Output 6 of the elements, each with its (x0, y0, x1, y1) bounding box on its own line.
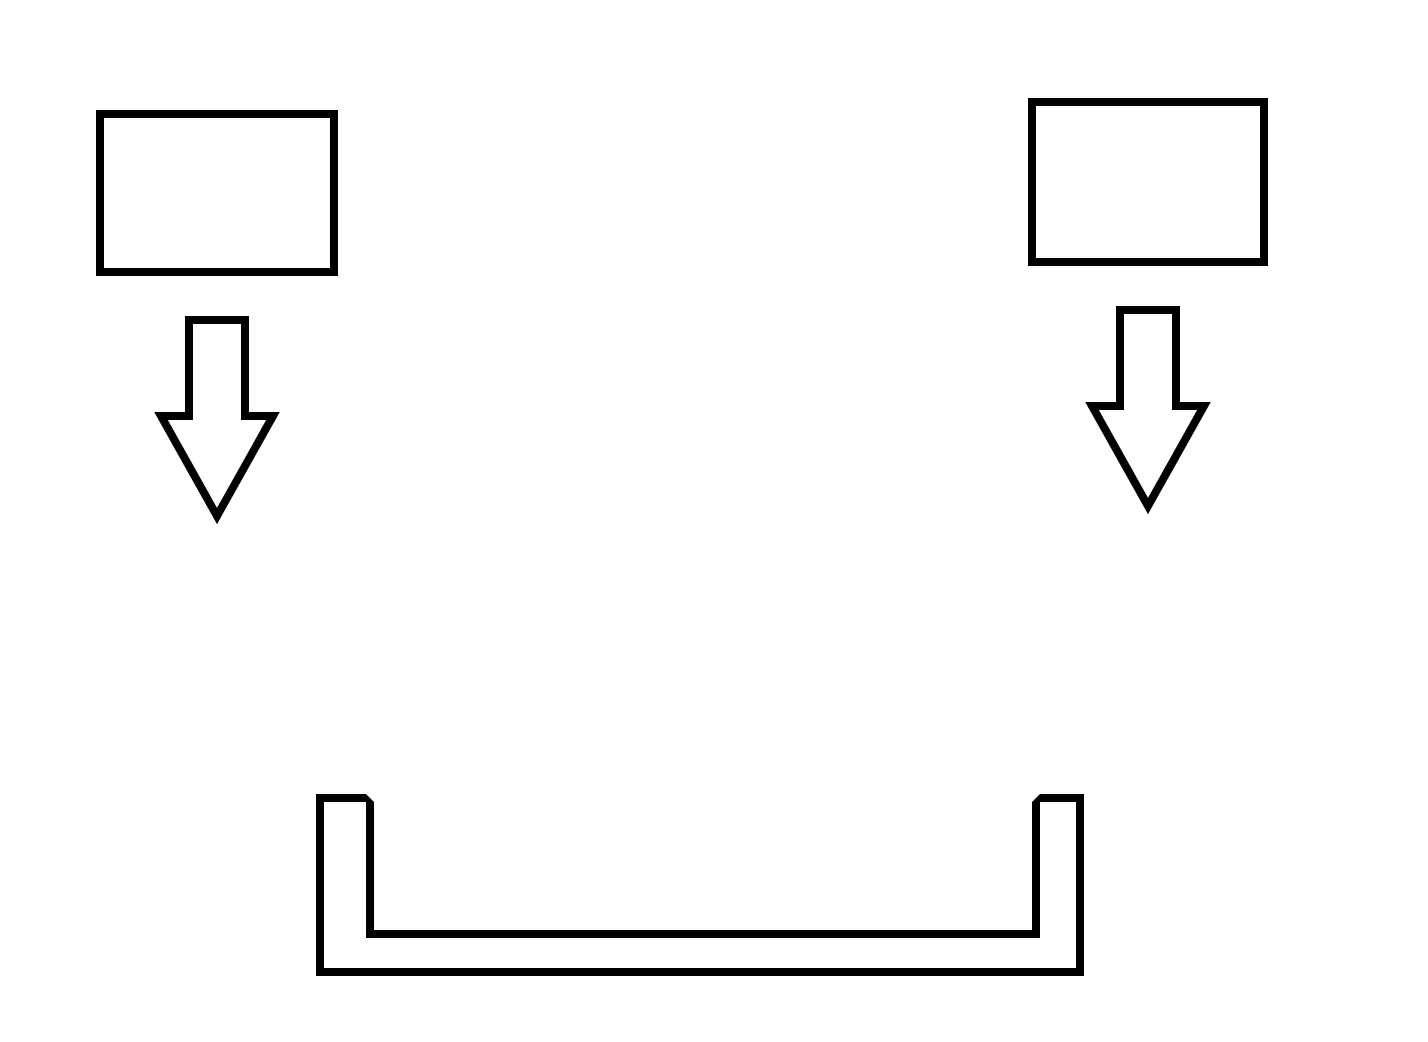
block-arrow (1085, 306, 1211, 515)
rectangle-box (366, 794, 1040, 938)
block-arrow (154, 316, 280, 525)
tray-drawing (316, 794, 1084, 976)
rectangle-box (1028, 98, 1268, 266)
rectangle-box (96, 110, 338, 276)
